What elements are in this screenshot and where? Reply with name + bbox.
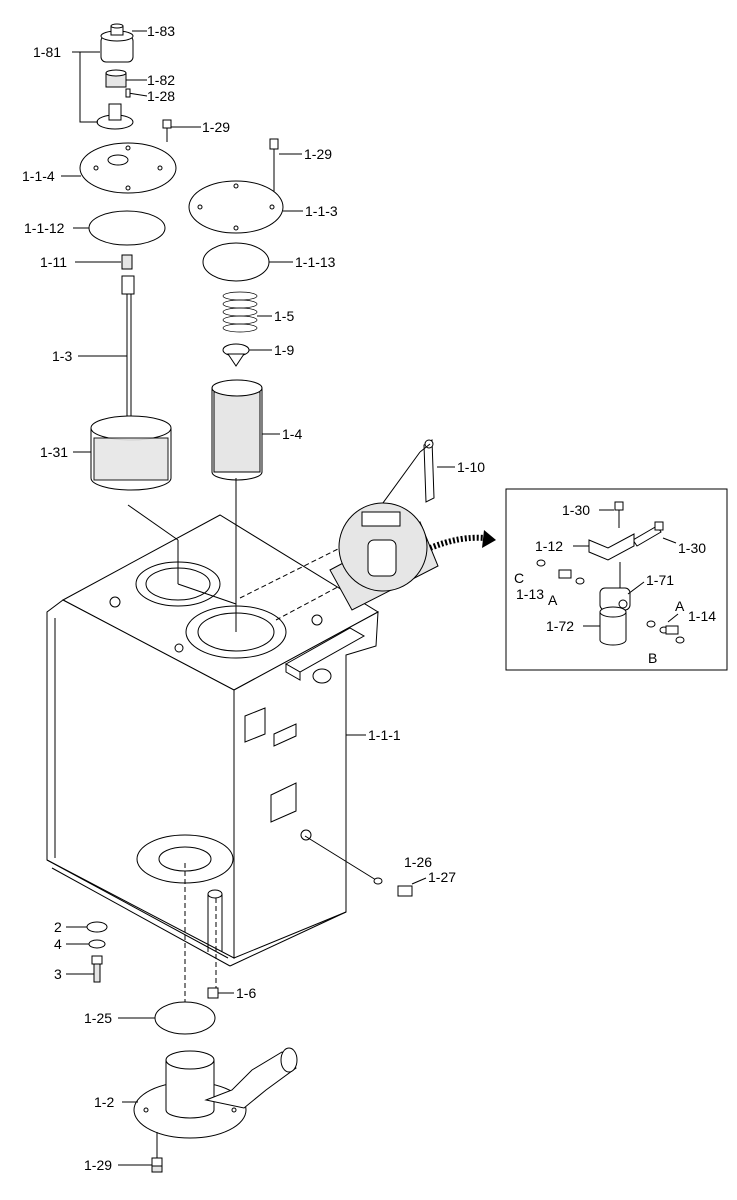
spring-1-5 [222, 291, 272, 333]
gasket-1-1-12 [73, 210, 166, 246]
label-1-4: 1-4 [282, 426, 302, 442]
label-4: 4 [54, 936, 62, 952]
washer-4 [66, 939, 106, 949]
cock-1-6 [207, 987, 234, 999]
strainer-1-31 [73, 415, 172, 491]
suction-pipe-1-2 [122, 1047, 298, 1139]
detail-label-1-72: 1-72 [546, 618, 574, 634]
label-1-1-3: 1-1-3 [305, 203, 338, 219]
breather-element [105, 69, 147, 88]
washer-2 [66, 921, 108, 933]
detail-label-1-14: 1-14 [688, 608, 716, 624]
gasket-1-1-13 [202, 242, 293, 282]
detail-label-A-left: A [548, 592, 558, 608]
label-1-1-12: 1-1-12 [24, 220, 65, 236]
detail-label-1-30-top: 1-30 [562, 502, 590, 518]
label-1-27: 1-27 [428, 869, 456, 885]
label-1-29-bottom: 1-29 [84, 1157, 112, 1173]
cover-plate-1-1-4 [61, 142, 177, 194]
magnify-filter-area [329, 502, 496, 611]
label-1-81: 1-81 [33, 44, 61, 60]
detail-label-1-13: 1-13 [516, 586, 544, 602]
label-1-29-top: 1-29 [202, 119, 230, 135]
label-1-83: 1-83 [147, 23, 175, 39]
detail-label-B: B [648, 650, 657, 666]
detail-label-C: C [514, 570, 524, 586]
label-2: 2 [54, 919, 62, 935]
label-1-3: 1-3 [52, 348, 72, 364]
spring-1-11 [75, 254, 133, 270]
cover-plate-1-1-3 [188, 180, 303, 234]
detail-inset-box [505, 488, 728, 671]
sender-1-27 [373, 877, 427, 897]
bolt-1-29-right [269, 138, 302, 198]
label-1-1-13: 1-1-13 [295, 254, 336, 270]
label-3: 3 [54, 966, 62, 982]
detail-label-A-right: A [675, 598, 685, 614]
leader-1-81 [72, 51, 98, 123]
bolt-3 [66, 955, 103, 983]
callout-labels: 1-83 1-81 1-82 1-28 1-29 1-29 1-1-4 1-1-… [22, 23, 485, 1173]
label-1-9: 1-9 [274, 342, 294, 358]
label-1-25: 1-25 [84, 1010, 112, 1026]
filter-element-1-4 [211, 379, 280, 481]
gasket-1-25 [118, 1001, 216, 1035]
breather-base [96, 88, 148, 130]
label-1-10: 1-10 [457, 459, 485, 475]
detail-labels: 1-30 1-30 1-12 C 1-13 A 1-71 A 1-14 1-72… [514, 502, 716, 666]
tank-body-1-1-1 [46, 514, 379, 967]
label-1-11: 1-11 [40, 254, 67, 270]
label-1-26: 1-26 [404, 854, 432, 870]
breather-cap [100, 23, 147, 63]
label-1-29-right: 1-29 [304, 146, 332, 162]
label-1-31: 1-31 [40, 444, 68, 460]
detail-label-1-12: 1-12 [535, 538, 563, 554]
valve-1-9 [222, 343, 272, 367]
label-1-82: 1-82 [147, 72, 175, 88]
detail-label-1-71: 1-71 [646, 572, 674, 588]
bolt-1-29-top [162, 119, 201, 142]
label-1-28: 1-28 [147, 88, 175, 104]
label-1-1-1: 1-1-1 [368, 727, 401, 743]
connection-lines [127, 478, 393, 1010]
label-1-1-4: 1-1-4 [22, 168, 55, 184]
label-1-5: 1-5 [274, 308, 294, 324]
detail-label-1-30-right: 1-30 [678, 540, 706, 556]
label-1-2: 1-2 [94, 1094, 114, 1110]
bolt-1-29-bottom [118, 1132, 163, 1173]
label-1-6: 1-6 [236, 985, 256, 1001]
rod-1-3 [78, 275, 135, 418]
